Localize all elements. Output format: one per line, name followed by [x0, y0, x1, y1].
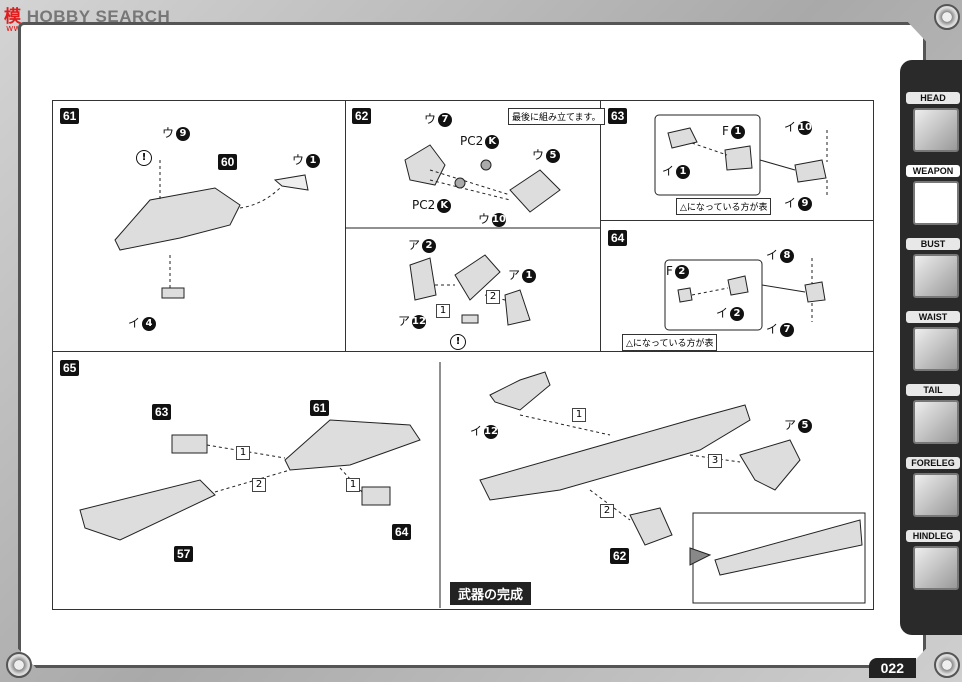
assembly-order-marker: 3	[708, 454, 722, 468]
step-number-badge: 65	[60, 360, 80, 376]
assembly-note: △になっている方が表	[622, 334, 718, 351]
step-number-badge: 61	[60, 108, 80, 124]
tab-tail[interactable]: TAIL	[904, 384, 960, 446]
page-number: 022	[868, 658, 916, 678]
head-part-icon	[913, 108, 959, 152]
corner-gear-icon	[6, 652, 32, 678]
assembly-note: △になっている方が表	[676, 198, 772, 215]
tail-part-icon	[913, 400, 959, 444]
tab-bust[interactable]: BUST	[904, 238, 960, 300]
step-number-badge: 63	[608, 108, 628, 124]
weapon-part-icon	[913, 181, 959, 225]
part-number-badge: 61	[310, 400, 330, 416]
corner-gear-icon	[934, 4, 960, 30]
section-tabs: HEAD WEAPON BUST WAIST TAIL FORELEG HIND…	[900, 60, 962, 635]
tab-waist[interactable]: WAIST	[904, 311, 960, 373]
hindleg-part-icon	[913, 546, 959, 590]
tab-head[interactable]: HEAD	[904, 92, 960, 154]
completion-banner: 武器の完成	[450, 582, 532, 605]
tab-hindleg[interactable]: HINDLEG	[904, 530, 960, 592]
assembly-order-marker: 1	[346, 478, 360, 492]
part-number-badge: 57	[174, 546, 194, 562]
tab-weapon[interactable]: WEAPON	[904, 165, 960, 227]
assembly-note: 最後に組み立てます。	[508, 108, 605, 125]
assembly-order-marker: 2	[600, 504, 614, 518]
caution-icon: !	[450, 334, 466, 350]
part-number-badge: 64	[392, 524, 412, 540]
caution-icon: !	[136, 150, 152, 166]
part-number-badge: 60	[218, 154, 238, 170]
bust-part-icon	[913, 254, 959, 298]
tab-foreleg[interactable]: FORELEG	[904, 457, 960, 519]
part-number-badge: 62	[610, 548, 630, 564]
waist-part-icon	[913, 327, 959, 371]
assembly-order-marker: 1	[436, 304, 450, 318]
step-number-badge: 64	[608, 230, 628, 246]
assembly-order-marker: 1	[236, 446, 250, 460]
site-logo: 模 HOBBY SEARCH	[4, 7, 171, 26]
step-number-badge: 62	[352, 108, 372, 124]
assembly-order-marker: 2	[486, 290, 500, 304]
assembly-order-marker: 1	[572, 408, 586, 422]
corner-gear-icon	[934, 652, 960, 678]
assembly-order-marker: 2	[252, 478, 266, 492]
part-number-badge: 63	[152, 404, 172, 420]
foreleg-part-icon	[913, 473, 959, 517]
step-62-panel	[345, 100, 602, 353]
